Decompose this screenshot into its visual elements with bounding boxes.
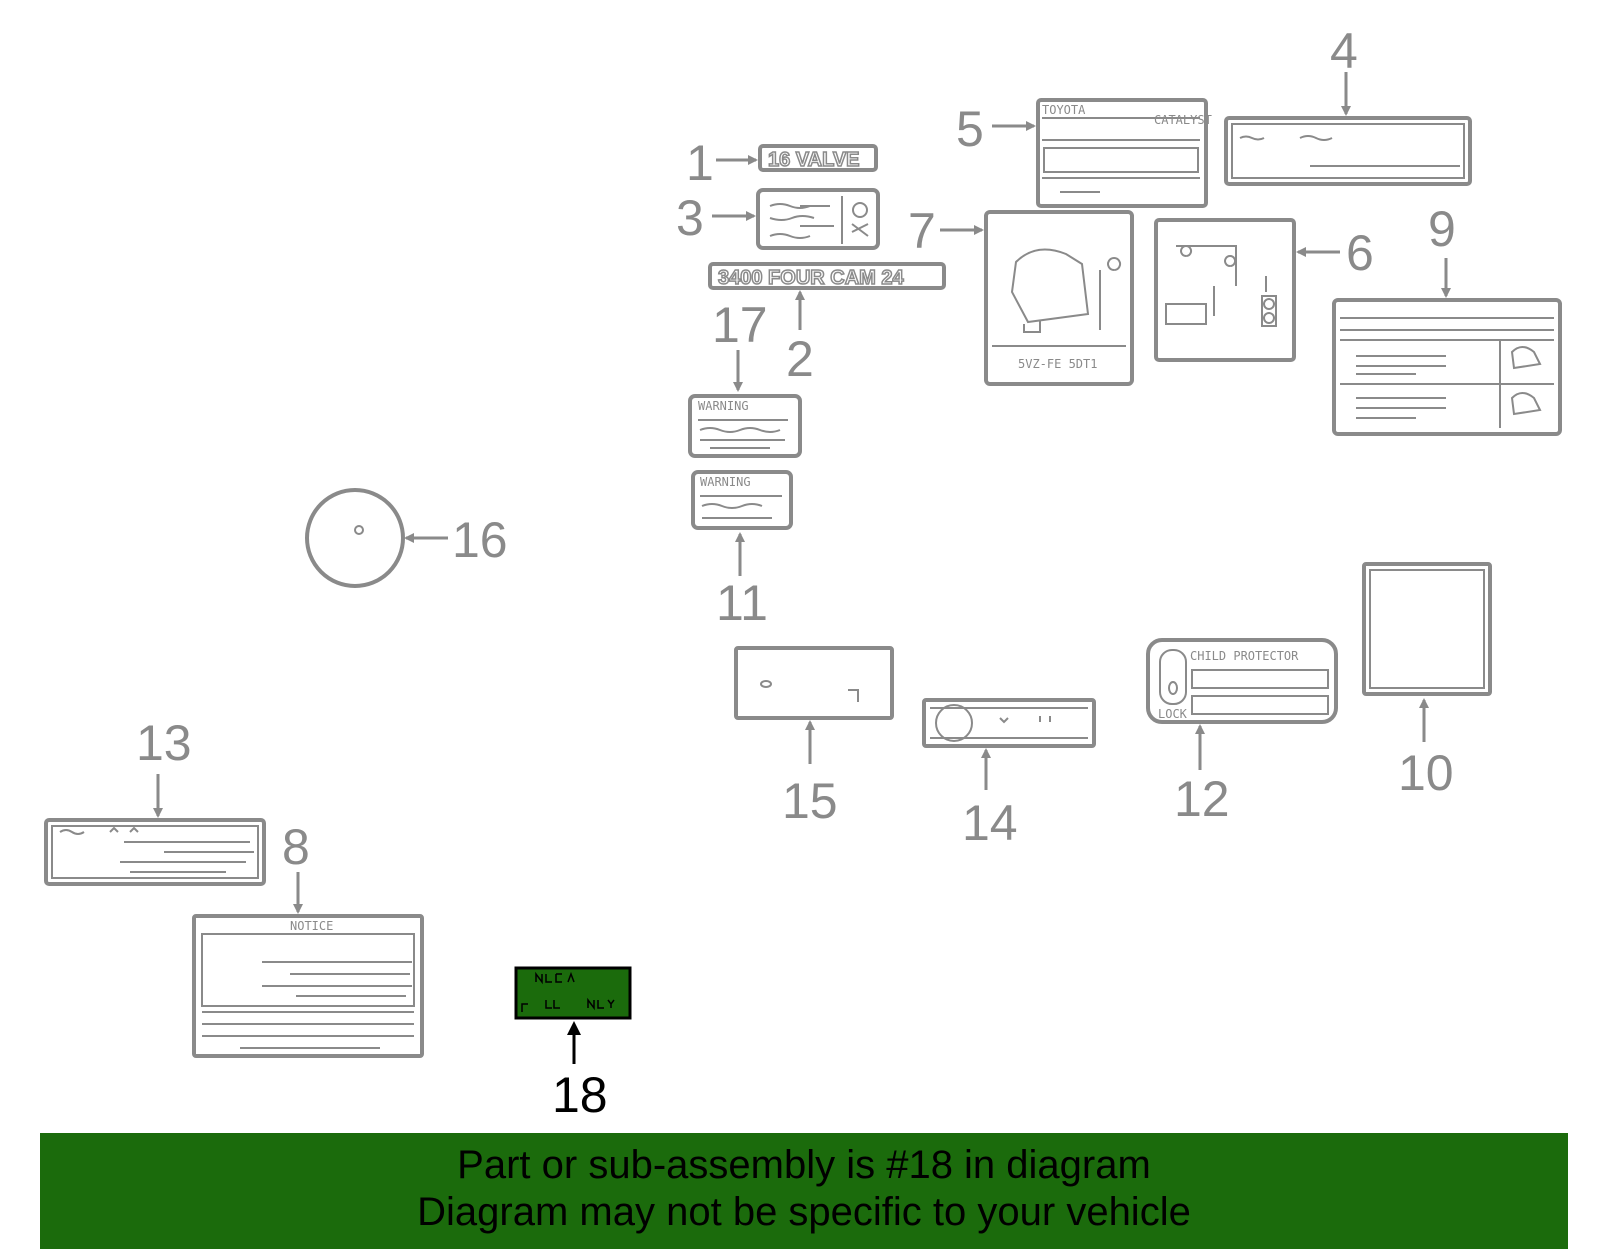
child-protector-text: CHILD PROTECTOR [1190,649,1299,663]
callout-10[interactable]: 10 [1398,698,1454,801]
callout-16[interactable]: 16 [404,512,508,568]
callout-3-number: 3 [676,190,704,246]
callout-14[interactable]: 14 [962,748,1018,851]
callout-5-number: 5 [956,101,984,157]
part-8-notice-label[interactable]: NOTICE [192,914,424,1058]
engine-code-text: 5VZ-FE 5DT1 [1018,357,1097,371]
callout-6-number: 6 [1346,225,1374,281]
part-18-highlighted-label[interactable] [514,966,632,1020]
callout-8-number: 8 [282,819,310,875]
callout-15-number: 15 [782,773,838,829]
callout-4[interactable]: 4 [1330,23,1358,116]
callout-12[interactable]: 12 [1174,724,1230,827]
callout-6[interactable]: 6 [1296,225,1374,281]
callout-14-number: 14 [962,795,1018,851]
part-3-label[interactable] [756,188,880,250]
callout-18-number: 18 [552,1067,608,1123]
callout-1-number: 1 [686,135,714,191]
callout-10-number: 10 [1398,745,1454,801]
info-banner: Part or sub-assembly is #18 in diagram D… [40,1133,1568,1249]
callout-3[interactable]: 3 [676,190,756,246]
engine-emblem-text: 3400 FOUR CAM 24 [718,267,904,289]
part-13-label[interactable] [44,818,266,886]
part-6-schematic-label[interactable] [1154,218,1296,362]
callout-8[interactable]: 8 [282,819,310,914]
callout-18[interactable]: 18 [552,1021,608,1123]
callout-9[interactable]: 9 [1428,201,1456,298]
part-1-valve-emblem[interactable]: 16 VALVE [758,144,878,172]
notice-text: NOTICE [290,919,333,933]
callout-17-number: 17 [712,297,768,353]
part-10-square-label[interactable] [1362,562,1492,696]
catalyst-text: CATALYST [1154,113,1212,127]
callout-5[interactable]: 5 [956,101,1036,157]
callout-16-number: 16 [452,512,508,568]
callout-4-number: 4 [1330,23,1358,79]
callout-1[interactable]: 1 [686,135,758,191]
callout-13[interactable]: 13 [136,715,192,818]
callout-15[interactable]: 15 [782,720,838,829]
part-11-warning-label[interactable]: WARNING [691,470,793,530]
callout-2-number: 2 [786,331,814,387]
callout-9-number: 9 [1428,201,1456,257]
valve-emblem-text: 16 VALVE [768,149,860,171]
callout-17[interactable]: 17 [712,297,768,392]
callout-7[interactable]: 7 [908,203,984,259]
part-17-warning-label[interactable]: WARNING [688,394,802,458]
callout-13-number: 13 [136,715,192,771]
part-4-label[interactable] [1224,116,1472,186]
part-16-circle-sticker[interactable] [305,488,405,588]
warning-11-text: WARNING [700,475,751,489]
part-2-engine-emblem[interactable]: 3400 FOUR CAM 24 [708,262,946,290]
callout-11[interactable]: 11 [716,532,768,631]
toyota-text: TOYOTA [1042,103,1086,117]
callout-2[interactable]: 2 [786,290,814,387]
part-12-child-protector-label[interactable]: CHILD PROTECTOR LOCK [1146,638,1338,724]
lock-text: LOCK [1158,707,1188,721]
part-14-label[interactable] [922,698,1096,748]
callout-11-number: 11 [716,575,768,631]
part-7-vacuum-label[interactable]: 5VZ-FE 5DT1 [984,210,1134,386]
part-5-emission-label[interactable]: TOYOTA CATALYST [1036,98,1212,208]
part-15-label[interactable] [734,646,894,720]
callout-7-number: 7 [908,203,936,259]
warning-17-text: WARNING [698,399,749,413]
callout-12-number: 12 [1174,771,1230,827]
part-9-info-label[interactable] [1332,298,1562,436]
banner-line-2: Diagram may not be specific to your vehi… [417,1190,1191,1234]
banner-line-1: Part or sub-assembly is #18 in diagram [457,1143,1151,1187]
